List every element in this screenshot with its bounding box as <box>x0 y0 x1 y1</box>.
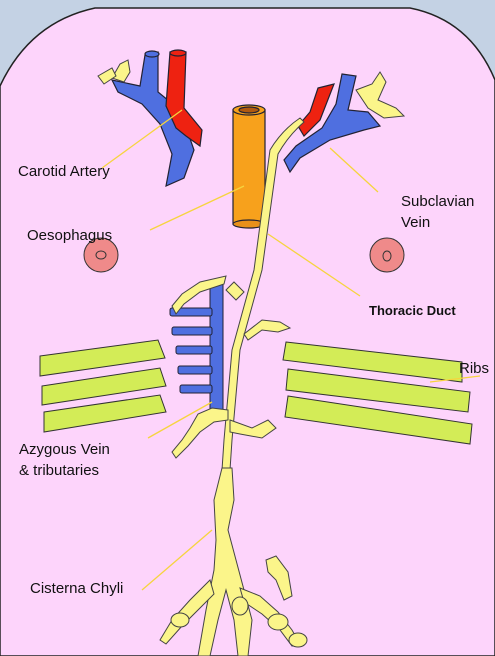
label-azygous-line1: Azygous Vein <box>19 440 110 459</box>
label-cisterna-chyli: Cisterna Chyli <box>30 579 123 598</box>
label-ribs: Ribs <box>459 359 489 378</box>
label-oesophagus: Oesophagus <box>27 226 112 245</box>
label-carotid-artery: Carotid Artery <box>18 162 110 181</box>
label-thoracic-duct: Thoracic Duct <box>369 301 456 320</box>
lymph-node-right <box>370 238 404 272</box>
label-subclavian-line1: Subclavian <box>401 192 474 211</box>
label-azygous-line2: & tributaries <box>19 461 99 480</box>
label-subclavian-line2: Vein <box>401 213 430 232</box>
oesophagus <box>233 105 265 228</box>
